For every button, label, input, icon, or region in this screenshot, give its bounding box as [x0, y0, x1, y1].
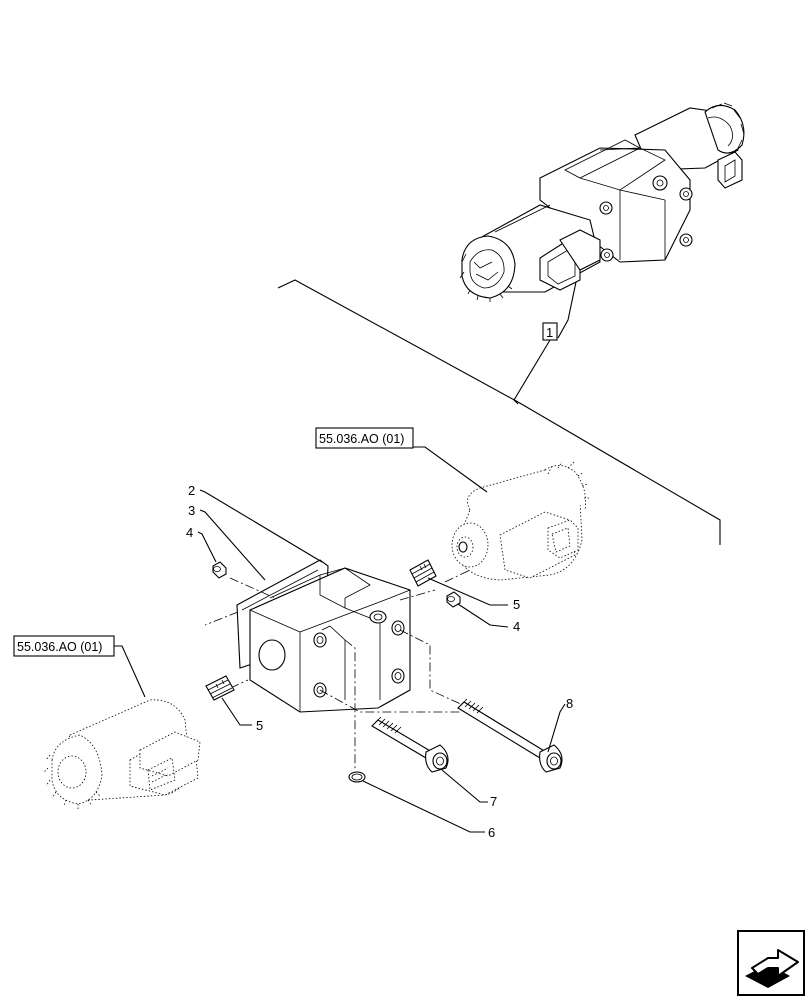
callout-5-left: 5	[256, 718, 263, 733]
threaded-stud-left	[205, 675, 235, 701]
callout-8: 8	[566, 696, 573, 711]
cap-screw-long	[457, 698, 563, 773]
right-solenoid-phantom	[451, 461, 590, 581]
valve-block	[236, 559, 411, 713]
assembly-callout-label: 1	[546, 325, 553, 340]
callout-2: 2	[188, 483, 195, 498]
dowel-pin-left	[212, 561, 227, 579]
callout-5-right: 5	[513, 597, 520, 612]
reference-label-right: 55.036.AO (01)	[319, 432, 404, 446]
cap-screw-short	[371, 716, 449, 773]
o-ring	[348, 771, 366, 783]
next-page-arrow-icon[interactable]	[737, 930, 805, 996]
callout-3: 3	[188, 503, 195, 518]
callout-4-right: 4	[513, 619, 520, 634]
exploded-bracket-line	[277, 279, 721, 545]
callout-7: 7	[490, 794, 497, 809]
left-solenoid-phantom	[43, 699, 201, 810]
assembled-valve-illustration	[459, 102, 745, 302]
callout-4-left: 4	[186, 525, 193, 540]
callout-6: 6	[488, 825, 495, 840]
reference-box-right	[315, 427, 414, 449]
threaded-stud-right	[409, 559, 437, 587]
reference-label-left: 55.036.AO (01)	[17, 640, 102, 654]
dowel-pin-right	[446, 591, 461, 608]
